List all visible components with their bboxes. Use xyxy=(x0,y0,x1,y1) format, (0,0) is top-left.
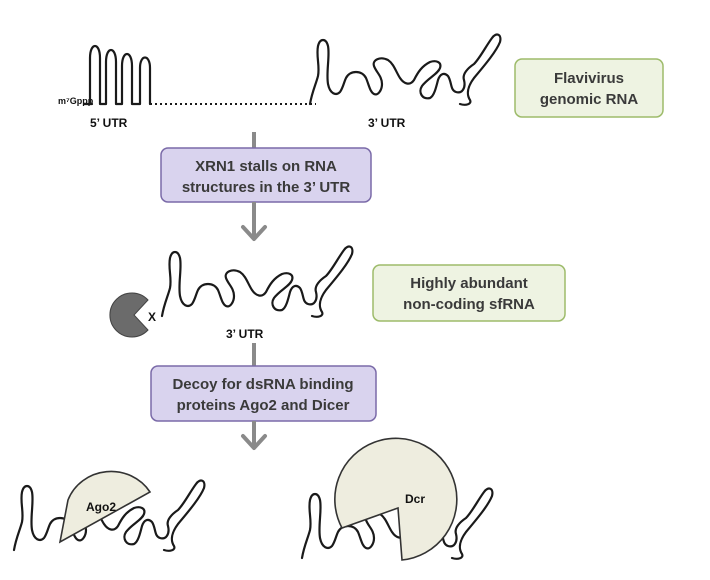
cap-label: m⁷Gppp xyxy=(58,96,94,106)
decoy-box: Decoy for dsRNA binding proteins Ago2 an… xyxy=(150,365,377,422)
dicer-protein-shape xyxy=(334,437,458,561)
sfrna: X 3’ UTR xyxy=(109,245,354,341)
xrn1-stalls-box: XRN1 stalls on RNA structures in the 3’ … xyxy=(160,147,372,203)
decoy-line2: proteins Ago2 and Dicer xyxy=(177,397,350,414)
xrn1-stalls-line1: XRN1 stalls on RNA xyxy=(195,158,337,175)
sfrna-structure xyxy=(160,245,354,318)
sfrna-box-line2: non-coding sfRNA xyxy=(403,296,535,313)
arrow-down-2 xyxy=(241,202,267,241)
genomic-rna-box: Flavivirus genomic RNA xyxy=(514,58,664,118)
dicer-label: Dcr xyxy=(405,492,425,506)
sfrna-box: Highly abundant non-coding sfRNA xyxy=(372,264,566,322)
utr5-structure xyxy=(88,44,152,106)
ago2-label: Ago2 xyxy=(86,500,116,514)
ago2-complex: Ago2 xyxy=(12,470,206,552)
xrn1-x-mark: X xyxy=(148,310,156,324)
utr5-label: 5’ UTR xyxy=(90,116,128,130)
genomic-rna: m⁷Gppp 5’ UTR 3’ UTR xyxy=(58,33,502,130)
utr3-structure xyxy=(308,33,502,106)
arrow-down-4 xyxy=(241,421,267,450)
ago2-protein-shape xyxy=(58,470,152,544)
sfrna-box-line1: Highly abundant xyxy=(410,275,528,292)
xrn1-pacman-icon xyxy=(109,292,149,338)
genomic-rna-box-line2: genomic RNA xyxy=(540,91,639,108)
sfrna-utr3-label: 3’ UTR xyxy=(226,327,264,341)
utr3-label: 3’ UTR xyxy=(368,116,406,130)
xrn1-stalls-line2: structures in the 3’ UTR xyxy=(182,179,351,196)
genomic-rna-box-line1: Flavivirus xyxy=(554,70,624,87)
decoy-line1: Decoy for dsRNA binding xyxy=(172,376,353,393)
dicer-complex: Dcr xyxy=(300,437,494,561)
